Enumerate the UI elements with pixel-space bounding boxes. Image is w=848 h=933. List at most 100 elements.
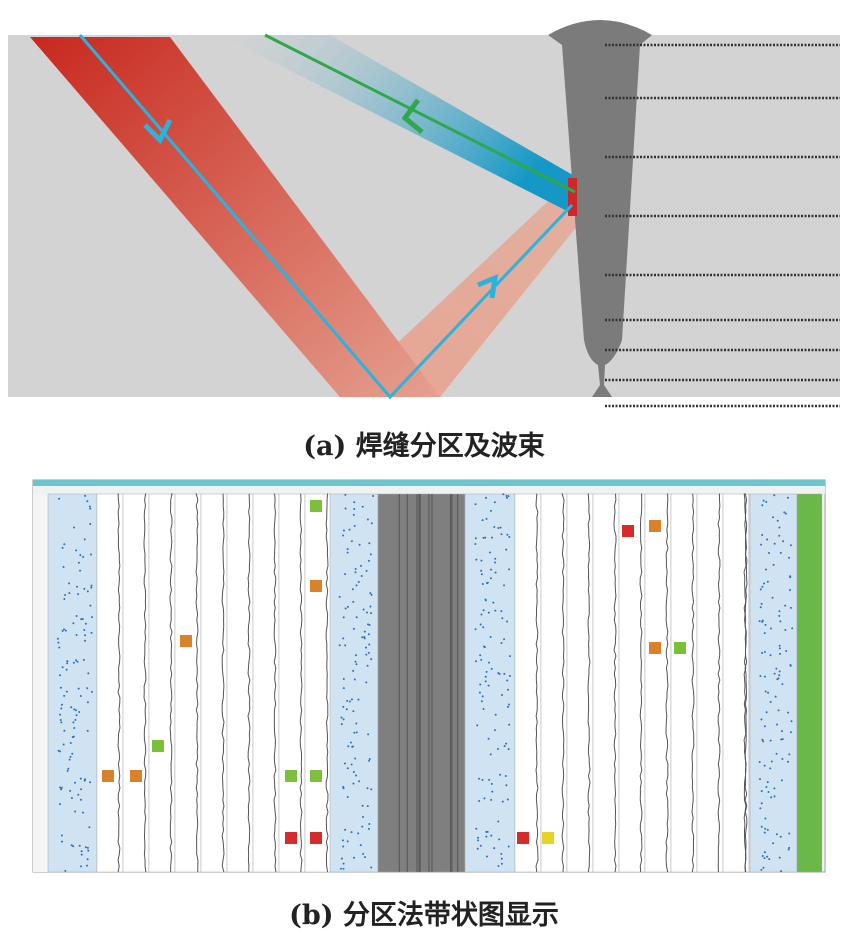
cscan-point — [68, 592, 70, 594]
cscan-point — [62, 547, 64, 549]
cscan-point — [761, 603, 763, 605]
cscan-point — [475, 628, 477, 630]
cscan-point — [369, 606, 371, 608]
cscan-point — [772, 597, 774, 599]
cscan-point — [59, 803, 61, 805]
cscan-point — [75, 709, 77, 711]
cscan-point — [788, 753, 790, 755]
cscan-point — [774, 543, 776, 545]
cscan-point — [764, 676, 766, 678]
cscan-point — [488, 662, 490, 664]
cscan-point — [503, 584, 505, 586]
cscan-point — [87, 672, 89, 674]
cscan-point — [87, 730, 89, 732]
cscan-point — [760, 718, 762, 720]
cscan-point — [503, 673, 505, 675]
cscan-point — [787, 761, 789, 763]
cscan-point — [358, 581, 360, 583]
cscan-point — [60, 687, 62, 689]
cscan-point — [76, 586, 78, 588]
cscan-point — [362, 805, 364, 807]
cscan-point — [493, 847, 495, 849]
cscan-point — [339, 596, 341, 598]
cscan-point — [341, 858, 343, 860]
cscan-point — [501, 642, 503, 644]
cscan-point — [482, 519, 484, 521]
cscan-point — [78, 711, 80, 713]
cscan-point — [78, 688, 80, 690]
cscan-point — [789, 575, 791, 577]
defect-indication — [674, 642, 686, 654]
cscan-point — [482, 695, 484, 697]
cscan-point — [349, 529, 351, 531]
cscan-point — [779, 670, 781, 672]
cscan-point — [497, 672, 499, 674]
cscan-point — [365, 647, 367, 649]
cscan-point — [353, 628, 355, 630]
cscan-point — [65, 630, 67, 632]
cscan-point — [784, 629, 786, 631]
cscan-point — [353, 514, 355, 516]
defect-indication — [310, 832, 322, 844]
cscan-point — [508, 724, 510, 726]
cscan-point — [480, 570, 482, 572]
cscan-point — [70, 706, 72, 708]
cscan-point — [90, 587, 92, 589]
cscan-point — [91, 691, 93, 693]
cscan-point — [343, 687, 345, 689]
cscan-point — [91, 585, 93, 587]
cscan-point — [495, 572, 497, 574]
cscan-point — [493, 526, 495, 528]
cscan-point — [84, 780, 86, 782]
cscan-point — [497, 748, 499, 750]
cscan-point — [368, 828, 370, 830]
cscan-point — [356, 616, 358, 618]
cscan-point — [483, 646, 485, 648]
cscan-point — [64, 870, 66, 872]
cscan-point — [352, 588, 354, 590]
cscan-point — [364, 856, 366, 858]
cscan-point — [506, 534, 508, 536]
cscan-point — [87, 701, 89, 703]
cscan-point — [482, 583, 484, 585]
cscan-point — [354, 525, 356, 527]
defect-indication — [130, 770, 142, 782]
cscan-point — [352, 710, 354, 712]
cscan-point — [782, 738, 784, 740]
cscan-point — [777, 677, 779, 679]
cscan-point — [491, 791, 493, 793]
cscan-point — [781, 758, 783, 760]
cscan-point — [767, 581, 769, 583]
cscan-point — [764, 765, 766, 767]
cscan-point — [87, 590, 89, 592]
cscan-point — [773, 795, 775, 797]
cscan-point — [366, 611, 368, 613]
cscan-point — [790, 731, 792, 733]
cscan-point — [80, 778, 82, 780]
cscan-point — [773, 787, 775, 789]
cscan-point — [347, 840, 349, 842]
cscan-point — [761, 586, 763, 588]
cscan-point — [760, 869, 762, 871]
cscan-point — [73, 662, 75, 664]
cscan-point — [759, 675, 761, 677]
cscan-point — [341, 723, 343, 725]
cscan-point — [368, 823, 370, 825]
cscan-point — [89, 605, 91, 607]
cscan-point — [367, 733, 369, 735]
cscan-point — [80, 799, 82, 801]
cscan-point — [490, 835, 492, 837]
cscan-point — [351, 831, 353, 833]
cscan-point — [58, 646, 60, 648]
cscan-point — [74, 782, 76, 784]
cscan-point — [347, 767, 349, 769]
defect-indication — [310, 580, 322, 592]
cscan-point — [349, 700, 351, 702]
cscan-point — [356, 731, 358, 733]
cscan-point — [764, 624, 766, 626]
cscan-point — [76, 634, 78, 636]
cscan-point — [778, 535, 780, 537]
cscan-point — [63, 695, 65, 697]
cscan-point — [501, 617, 503, 619]
cscan-point — [361, 575, 363, 577]
